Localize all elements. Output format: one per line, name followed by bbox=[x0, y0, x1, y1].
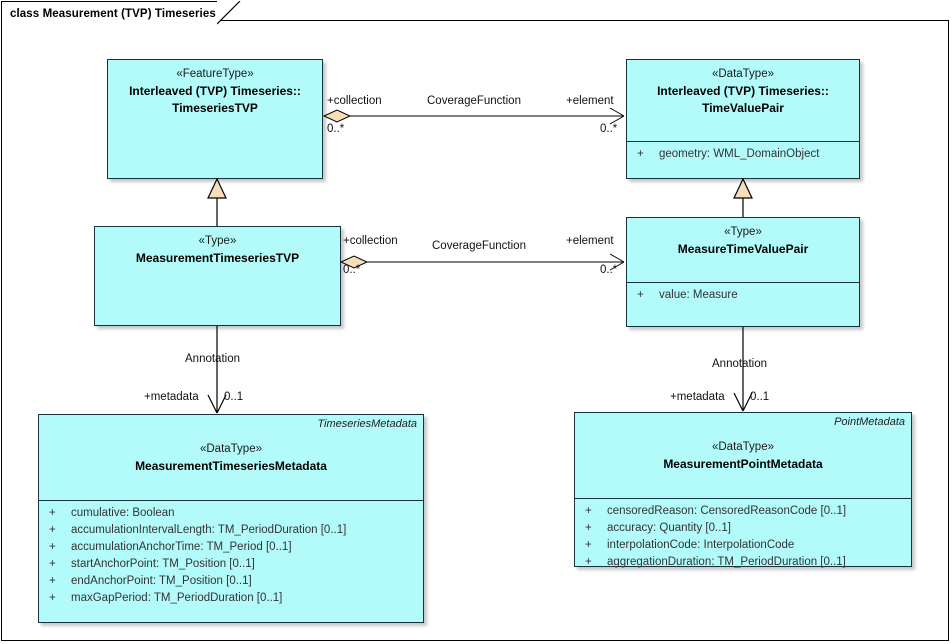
coverage-top-target-role: +element bbox=[566, 95, 614, 107]
class-stereotype: «Type» bbox=[724, 226, 762, 238]
attribute-text: value: Measure bbox=[659, 289, 738, 301]
class-box-timeseriestvp[interactable]: «FeatureType» Interleaved (TVP) Timeseri… bbox=[107, 59, 323, 179]
class-box-timevaluepair[interactable]: «DataType» Interleaved (TVP) Timeseries:… bbox=[626, 59, 860, 179]
attribute-text: endAnchorPoint: TM_Position [0..1] bbox=[71, 575, 252, 587]
class-attribute-row: + value: Measure bbox=[627, 287, 859, 304]
annotation-right-name: Annotation bbox=[712, 358, 767, 370]
class-header: «Type» MeasurementTimeseriesTVP bbox=[95, 227, 340, 274]
attribute-visibility: + bbox=[585, 505, 592, 517]
attribute-visibility: + bbox=[585, 556, 592, 568]
class-name-line1: MeasurementTimeseriesTVP bbox=[135, 251, 300, 265]
class-stereotype: «DataType» bbox=[711, 441, 774, 453]
diagram-title-tab-slope-icon bbox=[217, 1, 241, 25]
class-box-measurementtimeseriestvp[interactable]: «Type» MeasurementTimeseriesTVP bbox=[94, 226, 341, 326]
attribute-text: cumulative: Boolean bbox=[71, 507, 175, 519]
class-stereotype: «Type» bbox=[198, 235, 237, 247]
class-name-line1: Interleaved (TVP) Timeseries:: bbox=[129, 84, 301, 98]
class-attribute-row: + censoredReason: CensoredReasonCode [0..… bbox=[575, 503, 911, 520]
class-header: «DataType» Interleaved (TVP) Timeseries:… bbox=[627, 60, 859, 142]
class-attributes: + geometry: WML_DomainObject bbox=[627, 142, 859, 167]
class-attribute-row: + maxGapPeriod: TM_PeriodDuration [0..1] bbox=[39, 590, 423, 607]
attribute-visibility: + bbox=[637, 148, 644, 160]
class-attribute-row: + accumulationIntervalLength: TM_PeriodDu… bbox=[39, 522, 423, 539]
class-name-line2: TimeValuePair bbox=[702, 101, 784, 115]
class-role-label: TimeseriesMetadata bbox=[317, 418, 417, 430]
class-attribute-row: + startAnchorPoint: TM_Position [0..1] bbox=[39, 556, 423, 573]
annotation-left-target-role: +metadata bbox=[144, 391, 199, 403]
class-stereotype: «DataType» bbox=[711, 68, 774, 80]
annotation-right-target-multiplicity: 0..1 bbox=[750, 391, 770, 403]
attribute-visibility: + bbox=[637, 289, 644, 301]
class-header: PointMetadata «DataType» MeasurementPoin… bbox=[575, 413, 911, 499]
class-attribute-row: + accuracy: Quantity [0..1] bbox=[575, 520, 911, 537]
attribute-text: maxGapPeriod: TM_PeriodDuration [0..1] bbox=[71, 592, 283, 604]
class-header: TimeseriesMetadata «DataType» Measuremen… bbox=[39, 415, 423, 501]
attribute-visibility: + bbox=[49, 507, 56, 519]
coverage-bottom-target-role: +element bbox=[566, 235, 614, 247]
class-box-measurementpointmetadata[interactable]: PointMetadata «DataType» MeasurementPoin… bbox=[574, 412, 912, 568]
attribute-visibility: + bbox=[585, 522, 592, 534]
class-box-measurementtimeseriesmetadata[interactable]: TimeseriesMetadata «DataType» Measuremen… bbox=[38, 414, 424, 623]
class-attribute-row: + interpolationCode: InterpolationCode bbox=[575, 537, 911, 554]
attribute-text: startAnchorPoint: TM_Position [0..1] bbox=[71, 558, 255, 570]
diagram-title-text: class Measurement (TVP) Timeseries bbox=[10, 7, 216, 20]
class-attributes: + value: Measure bbox=[627, 283, 859, 308]
attribute-visibility: + bbox=[49, 575, 56, 587]
class-attribute-row: + accumulationAnchorTime: TM_Period [0..1… bbox=[39, 539, 423, 556]
diagram-title-tab[interactable]: class Measurement (TVP) Timeseries bbox=[1, 1, 217, 25]
class-header: «Type» MeasureTimeValuePair bbox=[627, 218, 859, 283]
coverage-top-source-multiplicity: 0..* bbox=[327, 123, 345, 135]
attribute-text: interpolationCode: InterpolationCode bbox=[607, 539, 795, 551]
class-attributes: + cumulative: Boolean + accumulationInterv… bbox=[39, 501, 423, 611]
class-attribute-row: + endAnchorPoint: TM_Position [0..1] bbox=[39, 573, 423, 590]
attribute-visibility: + bbox=[585, 539, 592, 551]
coverage-bottom-source-role: +collection bbox=[343, 235, 398, 247]
class-role-label: PointMetadata bbox=[834, 416, 905, 428]
class-name-line1: Interleaved (TVP) Timeseries:: bbox=[657, 84, 829, 98]
coverage-top-name: CoverageFunction bbox=[427, 95, 521, 107]
class-name-line1: MeasurementPointMetadata bbox=[663, 457, 823, 471]
annotation-left-name: Annotation bbox=[185, 353, 240, 365]
coverage-bottom-name: CoverageFunction bbox=[432, 240, 526, 252]
class-attributes: + censoredReason: CensoredReasonCode [0..… bbox=[575, 499, 911, 575]
attribute-text: censoredReason: CensoredReasonCode [0..1… bbox=[607, 505, 847, 517]
class-stereotype: «FeatureType» bbox=[176, 68, 254, 80]
class-stereotype: «DataType» bbox=[199, 443, 262, 455]
coverage-top-source-role: +collection bbox=[327, 95, 382, 107]
class-name-line1: MeasureTimeValuePair bbox=[677, 242, 809, 256]
attribute-text: aggregationDuration: TM_PeriodDuration [… bbox=[607, 556, 846, 568]
attribute-visibility: + bbox=[49, 592, 56, 604]
class-name-line1: MeasurementTimeseriesMetadata bbox=[135, 459, 327, 473]
attribute-text: accumulationIntervalLength: TM_PeriodDur… bbox=[71, 524, 347, 536]
attribute-visibility: + bbox=[49, 558, 56, 570]
class-name-line2: TimeseriesTVP bbox=[172, 101, 258, 115]
class-attribute-row: + aggregationDuration: TM_PeriodDuration … bbox=[575, 554, 911, 571]
coverage-bottom-source-multiplicity: 0..* bbox=[343, 264, 361, 276]
annotation-right-target-role: +metadata bbox=[670, 391, 725, 403]
attribute-visibility: + bbox=[49, 524, 56, 536]
class-header: «FeatureType» Interleaved (TVP) Timeseri… bbox=[108, 60, 322, 124]
class-attribute-row: + cumulative: Boolean bbox=[39, 505, 423, 522]
coverage-top-target-multiplicity: 0..* bbox=[600, 123, 618, 135]
attribute-text: accuracy: Quantity [0..1] bbox=[607, 522, 732, 534]
attribute-visibility: + bbox=[49, 541, 56, 553]
class-box-measuretimevaluepair[interactable]: «Type» MeasureTimeValuePair + value: Meas… bbox=[626, 217, 860, 327]
coverage-bottom-target-multiplicity: 0..* bbox=[600, 264, 618, 276]
attribute-text: accumulationAnchorTime: TM_Period [0..1] bbox=[71, 541, 292, 553]
class-attribute-row: + geometry: WML_DomainObject bbox=[627, 146, 859, 163]
attribute-text: geometry: WML_DomainObject bbox=[659, 148, 820, 160]
annotation-left-target-multiplicity: 0..1 bbox=[224, 391, 244, 403]
